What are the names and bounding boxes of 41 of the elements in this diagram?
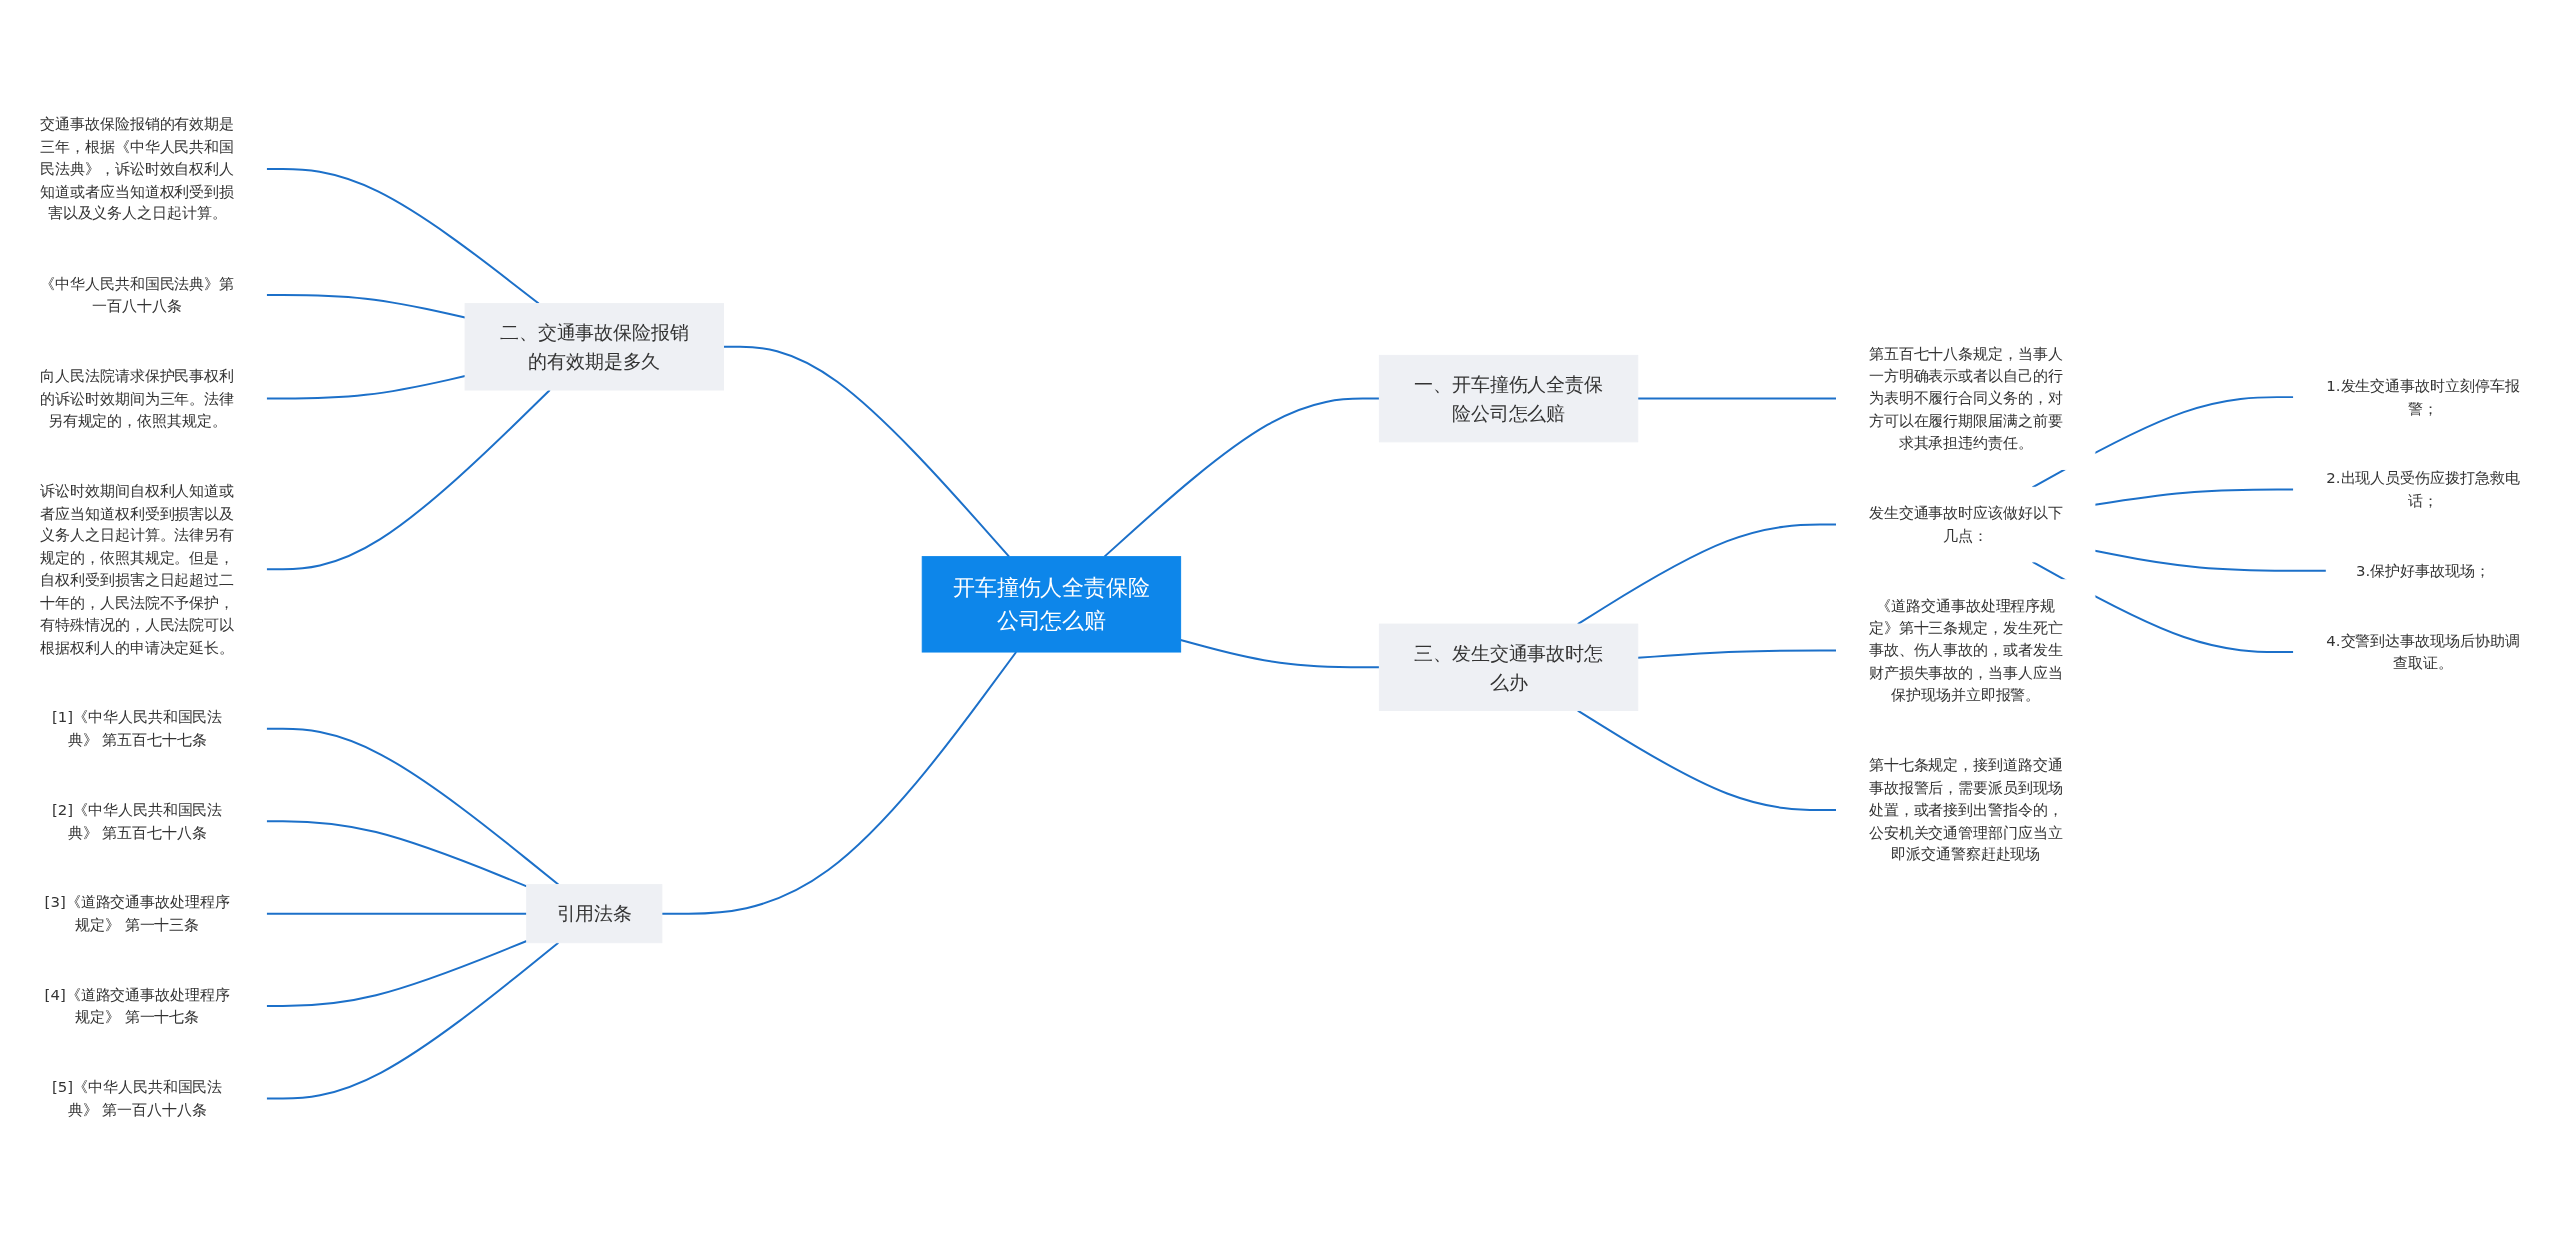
node-box: 一、开车撞伤人全责保险公司怎么赔 <box>1378 354 1639 443</box>
connector <box>265 389 551 571</box>
node-text: [1]《中华人民共和国民法典》 第五百七十七条 <box>52 708 223 749</box>
node-text: 2.出现人员受伤应拨打急救电话； <box>2326 469 2520 510</box>
node-box: 开车撞伤人全责保险公司怎么赔 <box>921 556 1182 653</box>
node-text: 《中华人民共和国民法典》第一百八十八条 <box>40 274 235 315</box>
node-text: 诉讼时效期间自权利人知道或者应当知道权利受到损害以及义务人之日起计算。法律另有规定的，依照其规定。但是，自权利受到损害之日起超过二十年的，人民法院不予保护，有特殊情况的，人民法院可以根据权利人的申请决定延长。 <box>40 481 235 657</box>
connector <box>1636 397 1838 400</box>
connector <box>1576 709 1838 812</box>
connector <box>722 345 1011 558</box>
node-text: 交通事故保险报销的有效期是三年，根据《中华人民共和国民法典》，诉讼时效自权利人知道或者应当知道权利受到损害以及义务人之日起计算。 <box>40 115 235 223</box>
node-text: 3.保护好事故现场； <box>2356 561 2490 580</box>
node-text: 《道路交通事故处理程序规定》第十三条规定，发生死亡事故、伤人事故的，或者发生财产损失事故的，当事人应当保护现场并立即报警。 <box>1868 596 2063 704</box>
node-text: 第十七条规定，接到道路交通事故报警后，需要派员到现场处置，或者接到出警指令的，公安机关交通管理部门应当立即派交通警察赶赴现场 <box>1868 756 2063 864</box>
connector <box>1103 397 1381 558</box>
connector <box>265 294 467 319</box>
node-box: 三、发生交通事故时怎么办 <box>1378 623 1639 712</box>
connector <box>1179 638 1381 669</box>
node-text: 4.交警到达事故现场后协助调查取证。 <box>2326 631 2520 672</box>
connector <box>1636 649 1838 659</box>
node-text: 1.发生交通事故时立刻停车报警； <box>2326 376 2520 417</box>
node-text: 向人民法院请求保护民事权利的诉讼时效期间为三年。法律另有规定的，依照其规定。 <box>40 367 235 430</box>
connector <box>265 727 560 886</box>
connector <box>265 939 528 1008</box>
connector <box>2093 549 2328 572</box>
node-text: [3]《道路交通事故处理程序规定》 第一十三条 <box>44 893 230 934</box>
connector <box>1576 523 1838 626</box>
connector <box>660 651 1018 915</box>
connector <box>265 820 528 888</box>
node-text: [2]《中华人民共和国民法典》 第五百七十八条 <box>52 800 223 842</box>
connector <box>265 168 540 305</box>
connector <box>265 375 467 400</box>
connector <box>265 941 560 1100</box>
node-text: 第五百七十八条规定，当事人一方明确表示或者以自己的行为表明不履行合同义务的，对方可以在履行期限届满之前要求其承担违约责任。 <box>1868 344 2063 453</box>
connector <box>2093 488 2295 506</box>
node-text: [5]《中华人民共和国民法典》 第一百八十八条 <box>52 1078 223 1119</box>
node-text: 发生交通事故时应该做好以下几点： <box>1868 504 2063 545</box>
node-box: 引用法条 <box>526 884 663 944</box>
connector <box>265 912 528 915</box>
node-box: 二、交通事故保险报销的有效期是多久 <box>464 303 724 391</box>
node-text: [4]《道路交通事故处理程序规定》 第一十七条 <box>44 985 230 1026</box>
